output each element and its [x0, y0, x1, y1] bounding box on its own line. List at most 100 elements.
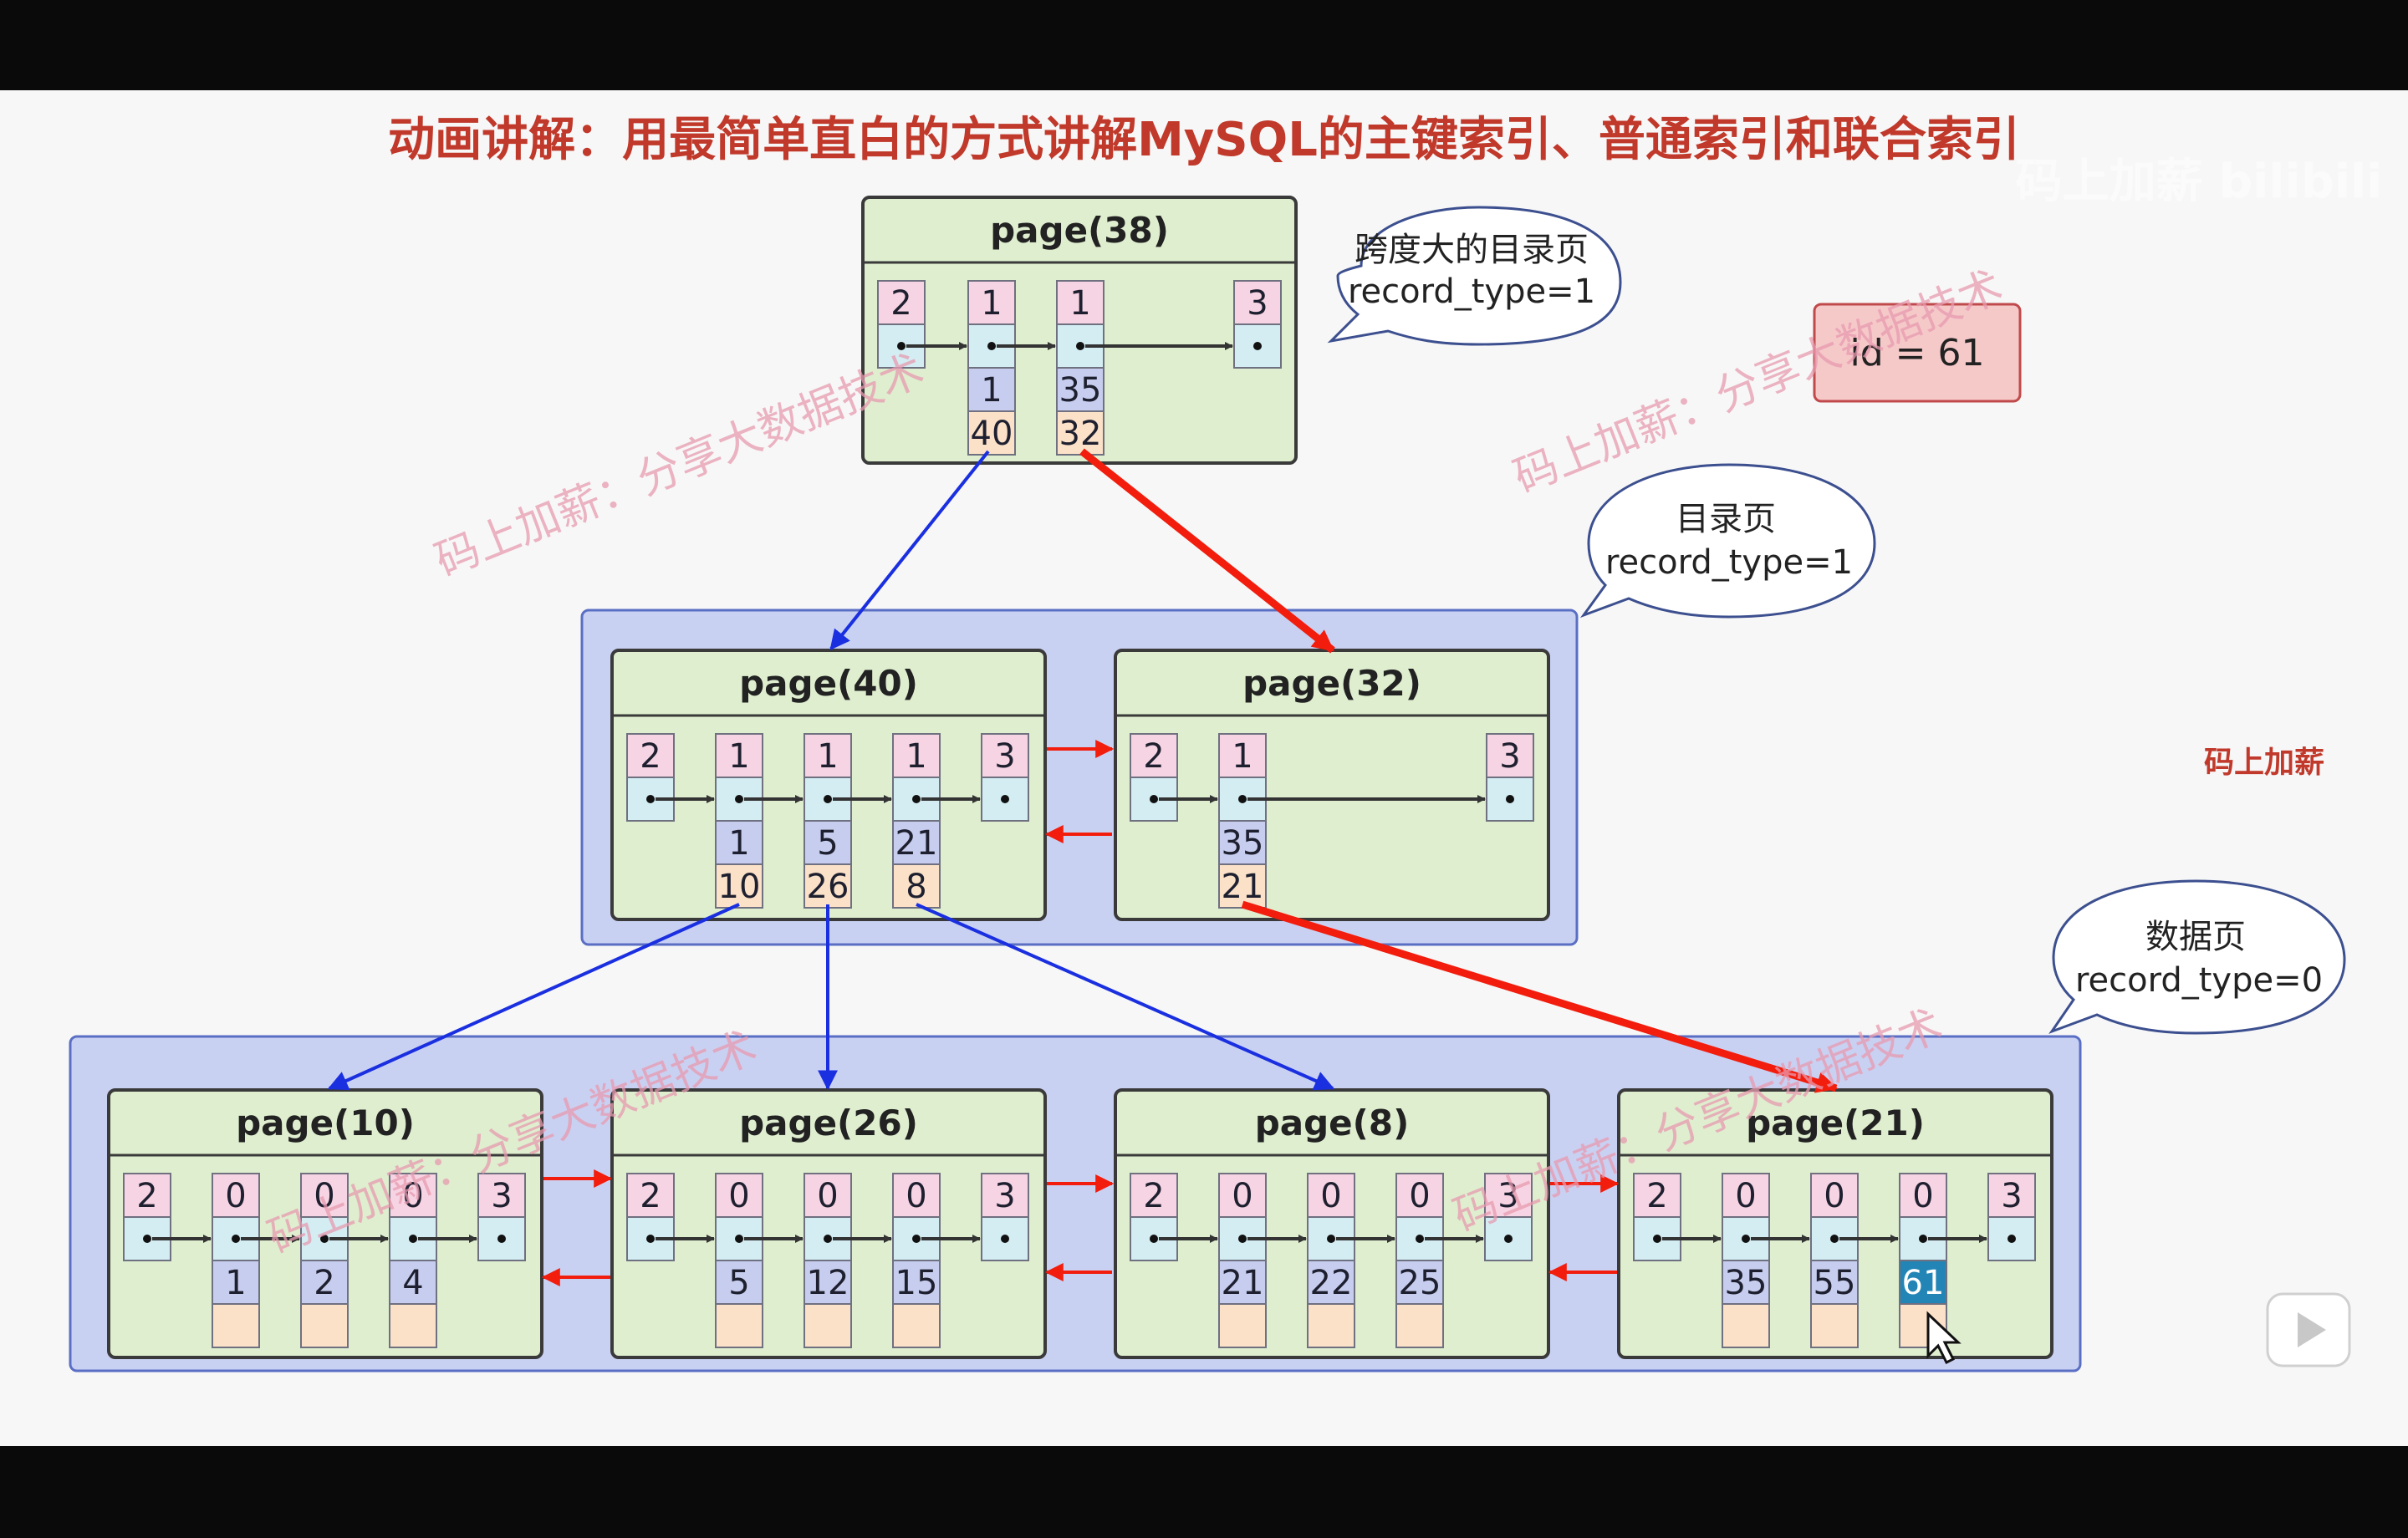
link-40-to-8 [916, 903, 1335, 1091]
bubble-dir-line2: record_type=1 [1605, 543, 1853, 582]
page-title: page(26) [739, 1103, 918, 1143]
key-label: 22 [1310, 1264, 1353, 1302]
pointer-dot [735, 1235, 743, 1243]
pointer-dot [824, 795, 832, 803]
page-title: page(40) [739, 663, 918, 704]
record-3: 3 [1486, 733, 1534, 822]
record-3: 3 [981, 733, 1029, 822]
record-type-cell [1056, 280, 1105, 325]
record-0: 025 [1395, 1173, 1444, 1348]
record-type-cell [892, 733, 941, 778]
record-3: 3 [1233, 280, 1282, 369]
key-cell [1307, 1260, 1355, 1305]
key-label: 12 [807, 1264, 849, 1302]
record-0: 05 [715, 1173, 763, 1348]
record-type-cell [1130, 1173, 1178, 1218]
record-type-label: 3 [1247, 284, 1268, 323]
page-title: page(8) [1255, 1103, 1410, 1143]
pointer-dot [143, 1235, 151, 1243]
pointer-dot [1001, 795, 1009, 803]
record-type-cell [212, 1173, 260, 1218]
page-pointer-cell [892, 863, 941, 909]
pointer-dot [987, 342, 996, 350]
page-pointer-cell [715, 1303, 763, 1348]
key-label: 55 [1814, 1264, 1856, 1302]
bubble-data-page: 数据页 record_type=0 [2048, 879, 2346, 1035]
links-layer [327, 448, 1839, 1286]
record-2: 2 [626, 1173, 675, 1261]
record-2: 2 [1130, 1173, 1178, 1261]
page-pointer-cell [1722, 1303, 1770, 1348]
record-type-label: 1 [817, 737, 838, 776]
search-key-box: id = 61 [1813, 303, 2022, 403]
record-type-cell [892, 1173, 941, 1218]
pointer-dot [735, 795, 743, 803]
page-title: page(21) [1746, 1103, 1925, 1143]
key-label: 25 [1399, 1264, 1441, 1302]
link-38-to-40 [829, 450, 990, 650]
mouse-cursor-icon [1926, 1311, 1962, 1365]
record-type-label: 3 [2001, 1177, 2022, 1215]
record-type-cell [967, 280, 1016, 325]
record-type-label: 2 [890, 284, 911, 323]
bubble-root-line2: record_type=1 [1348, 272, 1595, 311]
pointer-dot [1327, 1235, 1335, 1243]
record-3: 3 [1484, 1173, 1533, 1261]
page-pointer-label: 8 [906, 868, 926, 906]
pointer-dot [1504, 1235, 1513, 1243]
page-pointer-label: 10 [718, 868, 761, 906]
key-cell [892, 820, 941, 865]
record-type-cell [1218, 733, 1267, 778]
record-0: 01 [212, 1173, 260, 1348]
bubble-data-line1: 数据页 [2145, 918, 2246, 956]
record-0: 035 [1722, 1173, 1770, 1348]
slide-title: 动画讲解：用最简单直白的方式讲解MySQL的主键索引、普通索引和联合索引 [388, 113, 2020, 167]
record-type-label: 0 [1912, 1177, 1933, 1215]
key-label: 61 [1902, 1264, 1945, 1302]
pointer-dot [1076, 342, 1084, 350]
page-26: page(26) 2 05 0 12 015 3 [610, 1088, 1047, 1359]
record-type-label: 3 [994, 737, 1015, 776]
play-button[interactable] [2266, 1292, 2351, 1367]
link-32-to-21 [1241, 900, 1839, 1093]
pointer-dot [1919, 1235, 1927, 1243]
record-type-label: 1 [728, 737, 749, 776]
record-0: 02 [300, 1173, 349, 1348]
record-3: 3 [1987, 1173, 2036, 1261]
record-type-cell [715, 1173, 763, 1218]
key-label: 5 [817, 824, 838, 863]
page-pointer-cell [892, 1303, 941, 1348]
pointer-dot [409, 1235, 417, 1243]
bubble-root-page: 跨度大的目录页 record_type=1 [1327, 206, 1622, 346]
page-pointer-label: 26 [807, 868, 849, 906]
record-type-cell [804, 733, 852, 778]
key-label: 21 [1222, 1264, 1264, 1302]
data-level-group [69, 1035, 2082, 1372]
pointer-dot [1150, 795, 1158, 803]
record-type-label: 2 [640, 737, 661, 776]
page-pointer-cell [1395, 1303, 1444, 1348]
record-0: 0 12 [804, 1173, 852, 1348]
pointer-dot [1001, 1235, 1009, 1243]
record-type-cell [123, 1173, 171, 1218]
link-40-to-10 [327, 903, 740, 1091]
record-type-label: 3 [994, 1177, 1015, 1215]
search-key-label: id = 61 [1850, 332, 1985, 374]
page-pointer-cell [804, 1303, 852, 1348]
page-pointer-cell [1218, 1303, 1267, 1348]
record-0: 015 [892, 1173, 941, 1348]
record-type-label: 3 [1497, 1177, 1518, 1215]
record-type-label: 0 [817, 1177, 838, 1215]
bubble-directory-page: 目录页 record_type=1 [1579, 463, 1876, 619]
page-pointer-cell [1307, 1303, 1355, 1348]
key-label: 21 [895, 824, 938, 863]
pointer-dot [320, 1235, 329, 1243]
pointer-dot [1253, 342, 1262, 350]
page-pointer-cell [212, 1303, 260, 1348]
record-type-label: 2 [1646, 1177, 1667, 1215]
